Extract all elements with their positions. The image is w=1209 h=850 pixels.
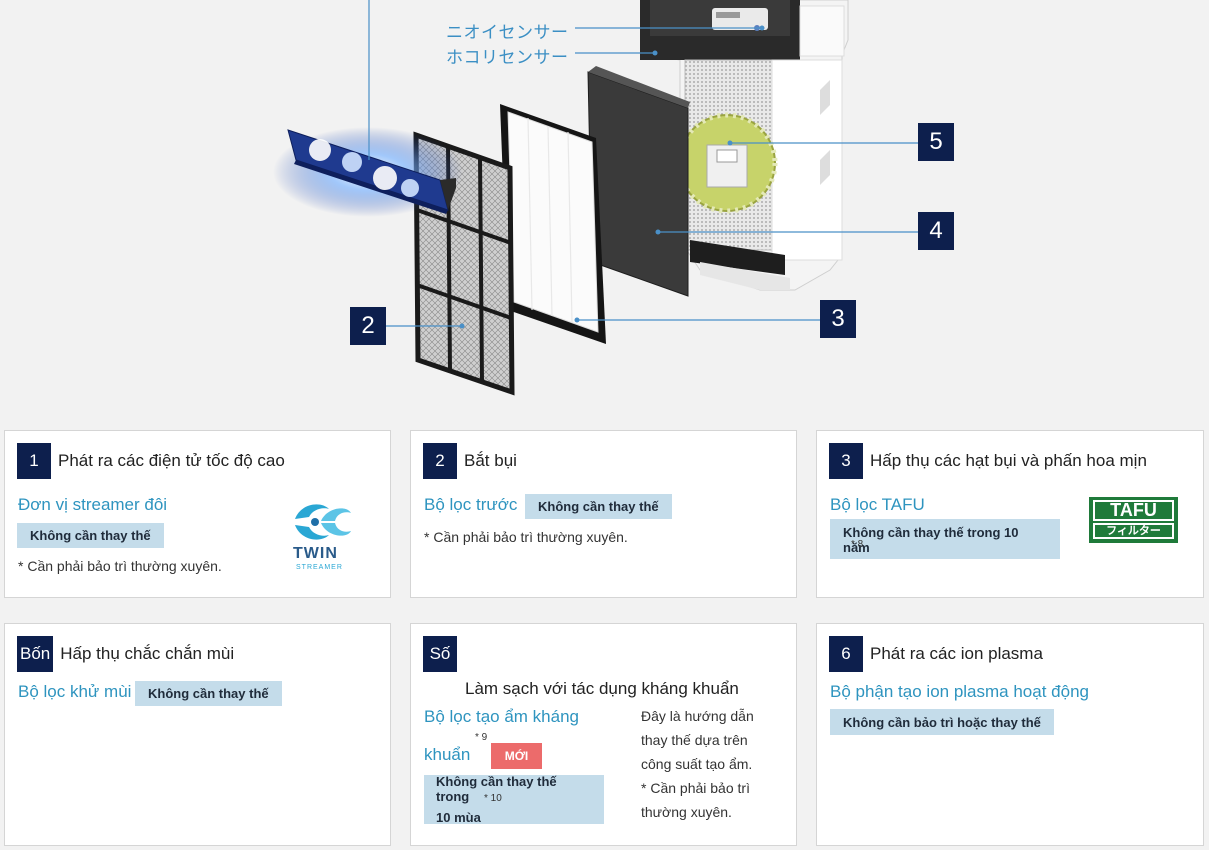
replacement-tag: Không cần thay thế: [135, 681, 282, 706]
new-badge: MỚI: [491, 743, 542, 769]
odor-sensor-label: ニオイセンサー: [446, 23, 569, 43]
callout-3: 3: [820, 300, 856, 338]
deodorizing-filter: [587, 66, 690, 297]
card-number: 1: [17, 443, 51, 479]
part-name-line2[interactable]: khuẩn: [424, 745, 471, 764]
purifier-body: [640, 0, 849, 291]
feature-card-plasma: 6 Phát ra các ion plasma Bộ phận tạo ion…: [816, 623, 1204, 846]
side-note-line: thay thế dựa trên: [641, 732, 748, 748]
side-note-line: * Cần phải bảo trì: [641, 780, 750, 796]
tag-line2: 10 mùa: [436, 810, 481, 825]
card-number: 2: [423, 443, 457, 479]
side-note-line: Đây là hướng dẫn: [641, 708, 754, 724]
feature-card-streamer: 1 Phát ra các điện tử tốc độ cao Đơn vị …: [4, 430, 391, 598]
humidifier-filter: [676, 112, 778, 214]
part-name-line1[interactable]: Bộ lọc tạo ẩm kháng: [424, 707, 579, 726]
card-number: 3: [829, 443, 863, 479]
twin-streamer-logo: TWIN STREAMER: [287, 497, 357, 577]
logo-text: TWIN: [293, 545, 338, 562]
footnote-ref: * 10: [484, 793, 502, 804]
replacement-tag: Không cần thay thế trong 10 năm: [830, 519, 1060, 559]
tag-line1: Không cần thay thế trong: [436, 774, 557, 804]
replacement-tag: Không cần thay thế: [525, 494, 672, 519]
card-title: Phát ra các ion plasma: [870, 644, 1043, 663]
side-note: Đây là hướng dẫn thay thế dựa trên công …: [641, 704, 754, 824]
leader-lines: [368, 0, 918, 327]
callout-2: 2: [350, 307, 386, 345]
card-number: 6: [829, 636, 863, 672]
streamer-unit: [273, 127, 463, 217]
part-name[interactable]: Bộ lọc khử mùi: [18, 682, 132, 701]
tafu-logo: TAFU フィルター: [1089, 497, 1178, 543]
logo-subtext: STREAMER: [296, 564, 343, 571]
exploded-diagram: ニオイセンサー ホコリセンサー 2 3 4 5: [0, 0, 1209, 410]
logo-subtext: フィルター: [1093, 523, 1174, 539]
part-name[interactable]: Bộ lọc TAFU: [830, 495, 925, 514]
side-note-line: thường xuyên.: [641, 804, 732, 820]
dust-sensor-label: ホコリセンサー: [446, 48, 569, 68]
card-number: Số: [423, 636, 457, 672]
maintenance-note: * Cần phải bảo trì thường xuyên.: [18, 558, 222, 574]
feature-card-deodorizing: Bốn Hấp thụ chắc chắn mùi Bộ lọc khử mùi…: [4, 623, 391, 846]
card-title: Bắt bụi: [464, 451, 517, 470]
side-note-line: công suất tạo ẩm.: [641, 756, 753, 772]
card-title: Hấp thụ các hạt bụi và phấn hoa mịn: [870, 451, 1147, 470]
footnote-ref: * 9: [475, 732, 488, 743]
replacement-tag: Không cần thay thế: [17, 523, 164, 548]
part-name[interactable]: Bộ lọc trước: [424, 495, 518, 514]
part-name[interactable]: Đơn vị streamer đôi: [18, 495, 168, 514]
card-title: Hấp thụ chắc chắn mùi: [60, 644, 235, 663]
twin-streamer-icon: [295, 504, 351, 540]
logo-text: TAFU: [1093, 500, 1174, 521]
maintenance-note: * Cần phải bảo trì thường xuyên.: [424, 529, 628, 545]
part-name[interactable]: Bộ phận tạo ion plasma hoạt động: [830, 682, 1089, 701]
callout-4: 4: [918, 212, 954, 250]
air-purifier-illustration: [273, 0, 918, 396]
feature-card-humidifier: Số Làm sạch với tác dụng kháng khuẩn Bộ …: [410, 623, 797, 846]
card-title: Phát ra các điện tử tốc độ cao: [58, 451, 285, 470]
feature-card-prefilter: 2 Bắt bụi Bộ lọc trước Không cần thay th…: [410, 430, 797, 598]
tafu-filter: [500, 104, 606, 344]
replacement-tag: Không cần thay thế trong 10 mùa: [424, 774, 604, 825]
footnote-ref: * 8: [851, 539, 864, 550]
card-title: Làm sạch với tác dụng kháng khuẩn: [465, 679, 739, 698]
callout-5: 5: [918, 123, 954, 161]
replacement-tag: Không cần bảo trì hoặc thay thế: [830, 709, 1054, 735]
card-number: Bốn: [17, 636, 54, 672]
feature-card-tafu: 3 Hấp thụ các hạt bụi và phấn hoa mịn Bộ…: [816, 430, 1204, 598]
